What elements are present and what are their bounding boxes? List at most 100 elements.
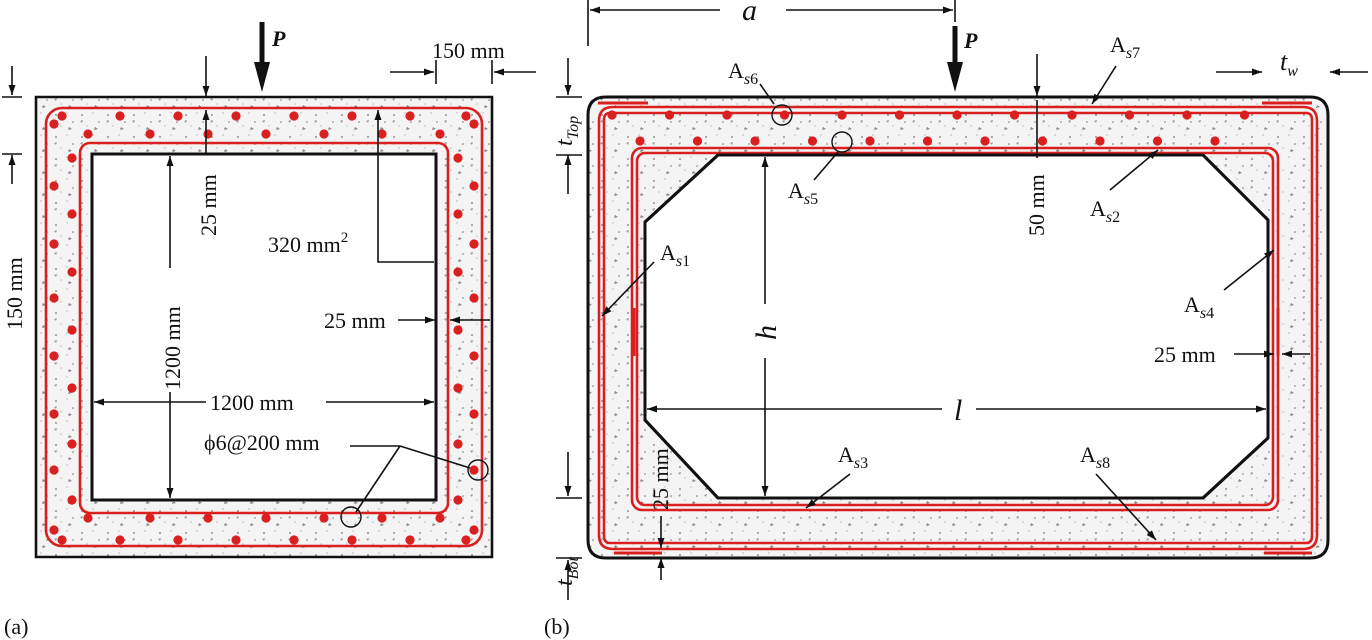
panel-b-inner-rebar: [630, 146, 1280, 512]
rebar-dot: [1152, 136, 1163, 146]
As5-s: s: [804, 191, 810, 208]
panel-a-inner-void: [90, 152, 438, 502]
As7-A: A: [1110, 32, 1126, 57]
rebar-dot: [231, 111, 241, 121]
leader-As8: [1095, 473, 1157, 541]
rebar-dot: [231, 535, 241, 545]
rebar-dot: [49, 119, 59, 129]
rebar-dot: [980, 136, 990, 146]
label-As1: As1: [601, 240, 690, 317]
As7-n: 7: [1132, 45, 1140, 62]
rebar-dot: [347, 111, 357, 121]
panel-a-outer-rebar: [44, 106, 484, 548]
panel-b-inner-void: [643, 153, 1270, 500]
panel-b-outer-rebar-2: [602, 111, 1314, 545]
rebar-dot: [203, 513, 213, 523]
rebar-dot: [469, 351, 479, 361]
panel-a-top-cover-label: 150 mm: [432, 38, 505, 63]
panel-b-tw-label: tw: [1280, 47, 1298, 80]
rebar-dot: [453, 495, 463, 505]
text-As6: As6: [728, 58, 758, 88]
rebar-dot: [453, 153, 463, 163]
leader-As5: [813, 151, 839, 181]
panel-a-inner-rebar: [78, 141, 450, 515]
rebar-dot: [461, 535, 471, 545]
As7-s: s: [1126, 45, 1132, 62]
panel-b-25-side-label: 25 mm: [1154, 342, 1216, 367]
As4-A: A: [1184, 292, 1200, 317]
text-As7: As7: [1110, 32, 1140, 62]
rebar-dot: [922, 136, 933, 146]
panel-a-area-value: 320 mm: [268, 232, 341, 257]
rebar-dot: [1067, 110, 1077, 120]
panel-b-inner-rebar-2: [635, 151, 1275, 507]
rebar-dot: [289, 111, 299, 121]
panel-b: P a tw tTop tBot 50 mm h l: [544, 0, 1368, 639]
panel-b-25-bottom-label: 25 mm: [648, 448, 673, 510]
rebar-dot: [692, 136, 703, 146]
rebar-dot: [83, 513, 93, 523]
panel-b-h-label: h: [750, 325, 783, 340]
panel-b-caption: (b): [544, 614, 570, 639]
rebar-dot: [49, 525, 59, 535]
As2-s: s: [1106, 209, 1112, 226]
rebar-dot: [1124, 110, 1135, 120]
rebar-dot: [453, 439, 463, 449]
rebar-dot: [67, 439, 77, 449]
rebar-dot: [779, 110, 790, 120]
rebar-dot: [453, 209, 463, 219]
rebar-dot: [469, 409, 479, 419]
panel-b-50-label: 50 mm: [1024, 174, 1049, 236]
rebar-dot: [453, 325, 463, 335]
panel-a-stirrup-label: ϕ6@200 mm: [204, 430, 320, 455]
rebar-dot: [469, 119, 479, 129]
panel-a-area-label: 320 mm2: [268, 230, 348, 257]
rebar-dot: [453, 383, 463, 393]
rebar-dot: [607, 110, 617, 120]
marker-As6: [771, 104, 793, 126]
rebar-dot: [1210, 136, 1220, 146]
marker-As5: [831, 131, 853, 153]
rebar-dot: [1037, 136, 1048, 146]
rebar-dot: [67, 209, 77, 219]
rebar-dot: [807, 136, 818, 146]
panel-a-area-leader: [374, 110, 434, 263]
panel-a: P 150 mm 150 mm 25 mm 320 mm2 25 mm 1200…: [2, 22, 536, 639]
leader-As7: [1091, 65, 1117, 105]
panel-b-outer-rebar: [597, 105, 1319, 551]
rebar-dot: [837, 110, 847, 120]
rebar-dot: [469, 525, 479, 535]
rebar-dot: [115, 111, 125, 121]
panel-b-ttop-label: tTop: [552, 116, 582, 146]
panel-a-stirrup-leader: [355, 445, 401, 513]
label-As3: As3: [805, 442, 868, 509]
panel-b-rebar-dots: [607, 110, 1250, 146]
text-As2: As2: [1090, 196, 1120, 226]
leader-As1: [601, 261, 655, 317]
panel-a-height-label: 1200 mm: [160, 306, 185, 390]
As3-A: A: [838, 442, 854, 467]
panel-a-rebar-offset-top-label: 25 mm: [196, 174, 221, 236]
label-As6: As6: [728, 58, 793, 126]
panel-a-width-label: 1200 mm: [210, 390, 294, 415]
rebar-dot: [49, 465, 59, 475]
rebar-dot: [347, 535, 357, 545]
rebar-dot: [405, 111, 415, 121]
rebar-dot: [952, 110, 962, 120]
rebar-dot: [261, 513, 271, 523]
panel-b-load-label: P: [963, 28, 978, 53]
rebar-dot: [435, 129, 445, 139]
rebar-dot: [405, 535, 415, 545]
As6-A: A: [728, 58, 744, 83]
rebar-dot: [461, 111, 471, 121]
rebar-dot: [289, 535, 299, 545]
panel-a-concrete: [34, 95, 494, 559]
rebar-dot: [49, 181, 59, 191]
rebar-dot: [173, 111, 183, 121]
panel-a-stirrup-marker: [467, 459, 489, 481]
As4-n: 4: [1206, 305, 1214, 322]
rebar-dot: [261, 129, 271, 139]
panel-a-stirrup-marker: [340, 506, 362, 528]
As4-s: s: [1200, 305, 1206, 322]
